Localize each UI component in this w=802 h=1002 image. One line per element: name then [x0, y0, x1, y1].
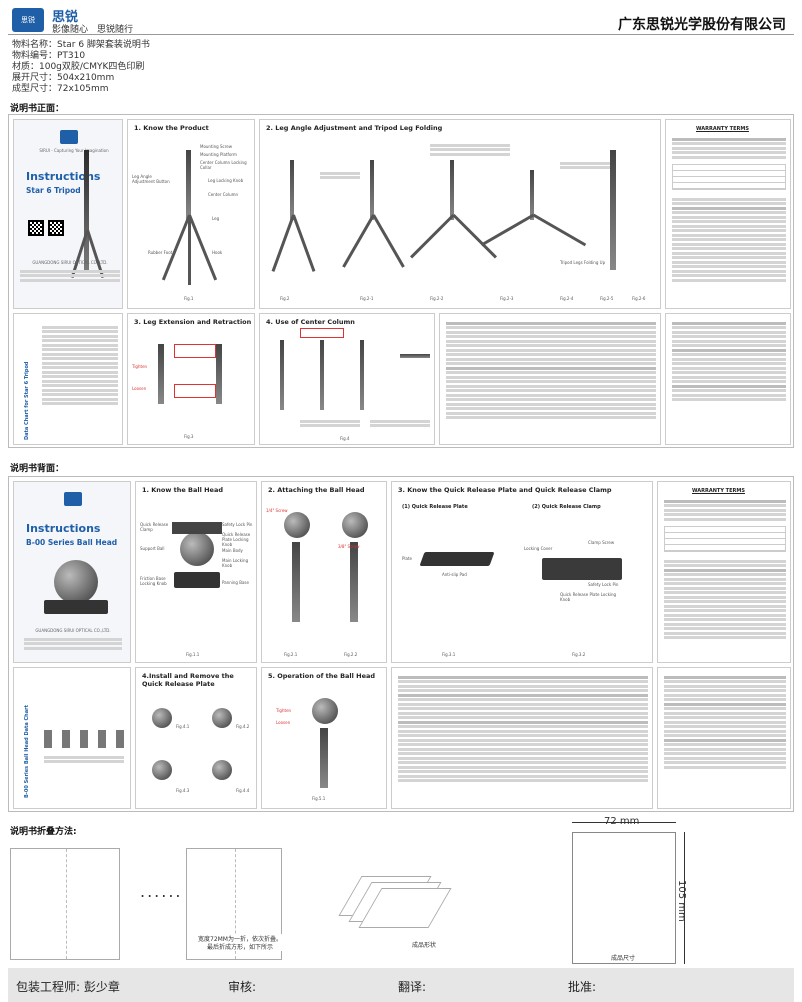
qr-clamp-image	[542, 558, 622, 580]
back-contact-panel	[657, 667, 791, 809]
back-data-card-panel: B-00 Series Ball Head Data Chart	[13, 667, 131, 809]
front-contact-panel	[665, 313, 791, 445]
leg-note-box-2	[174, 384, 216, 398]
front-panel4-title: 4. Use of Center Column	[266, 318, 355, 326]
footer-approve: 批准:	[568, 980, 597, 994]
front-warranty-panel: WARRANTY TERMS	[665, 119, 791, 309]
front-panel-center-column: 4. Use of Center Column Fig.4	[259, 313, 435, 445]
front-data-card-panel: Data Chart for Star 6 Tripod	[13, 313, 123, 445]
footer-review: 审核:	[228, 980, 257, 994]
footer-engineer: 包装工程师: 彭少章	[16, 980, 120, 994]
front-panel1-title: 1. Know the Product	[134, 124, 209, 132]
front-cover-panel: SIRUI - Capturing Your Imagination Instr…	[13, 119, 123, 309]
front-warranty-title: WARRANTY TERMS	[696, 126, 749, 132]
fold-unfolded-sheet	[10, 848, 120, 960]
fold-width-dim: 72 mm	[604, 816, 639, 827]
cover-ballhead-image	[54, 560, 98, 604]
back-panel2-title: 2. Attaching the Ball Head	[268, 486, 365, 494]
spec-unfolded-size: 展开尺寸：504x210mm	[12, 73, 115, 83]
approval-footer: 包装工程师: 彭少章 审核: 翻译: 批准:	[8, 968, 794, 1002]
front-panel-leg-extension: 3. Leg Extension and Retraction Tighten …	[127, 313, 255, 445]
spec-material-name: 物料名称：Star 6 脚架套装说明书	[12, 40, 150, 50]
leg-note-box	[174, 344, 216, 358]
back-cover-logo	[64, 492, 82, 506]
back-cover-title: Instructions	[26, 522, 101, 535]
spec-material: 材质：100g双胶/CMYK四色印刷	[12, 62, 145, 72]
back-data-card-title: B-00 Series Ball Head Data Chart	[24, 705, 30, 798]
back-cover-panel: Instructions B-00 Series Ball Head GUANG…	[13, 481, 131, 663]
back-panel-attaching: 2. Attaching the Ball Head 1/4" Screw 3/…	[261, 481, 387, 663]
cover-logo	[60, 130, 78, 144]
front-cover-title: Instructions	[26, 170, 101, 183]
cover-qr-code-2	[48, 220, 64, 236]
back-warranty-title: WARRANTY TERMS	[692, 488, 745, 494]
front-instructions-text-panel	[439, 313, 661, 445]
front-panel2-title: 2. Leg Angle Adjustment and Tripod Leg F…	[266, 124, 443, 132]
back-panel-install-plate: 4.Install and Remove the Quick Release P…	[135, 667, 257, 809]
front-sheet: SIRUI - Capturing Your Imagination Instr…	[8, 114, 794, 448]
fold-note-1: 宽度72MM为一折，依次折叠。	[190, 934, 290, 943]
qr-plate-image	[419, 552, 495, 566]
section-fold-title: 说明书折叠方法:	[10, 827, 77, 837]
brand-name: 思锐	[52, 10, 79, 25]
header-divider	[8, 34, 794, 35]
spec-folded-size: 成型尺寸：72x105mm	[12, 84, 109, 94]
section-back-title: 说明书背面：	[10, 464, 65, 474]
back-cover-company: GUANGDONG SIRUI OPTICAL CO.,LTD.	[35, 628, 111, 633]
fold-dots: ......	[140, 882, 183, 901]
back-instructions-text-panel	[391, 667, 653, 809]
front-panel3-title: 3. Leg Extension and Retraction	[134, 318, 252, 326]
front-data-card-title: Data Chart for Star 6 Tripod	[24, 361, 30, 440]
back-panel-quick-release: 3. Know the Quick Release Plate and Quic…	[391, 481, 653, 663]
cover-tripod-image	[84, 150, 89, 270]
front-panel-leg-angle: 2. Leg Angle Adjustment and Tripod Leg F…	[259, 119, 661, 309]
center-note-box	[300, 328, 344, 338]
back-warranty-panel: WARRANTY TERMS	[657, 481, 791, 663]
fold-height-dim: 105 mm	[676, 880, 687, 922]
fold-note-2: 最后折成方形，如下所示	[190, 942, 290, 951]
back-cover-subtitle: B-00 Series Ball Head	[26, 538, 118, 547]
cover-qr-code	[28, 220, 44, 236]
footer-translate: 翻译:	[398, 980, 427, 994]
back-panel-know-ballhead: 1. Know the Ball Head Quick Release Clam…	[135, 481, 257, 663]
back-panel4-title: 4.Install and Remove the Quick Release P…	[142, 672, 234, 688]
brand-slogan: 影像随心 思锐随行	[52, 25, 134, 35]
front-panel-know-product: 1. Know the Product Mounting Screw Mount…	[127, 119, 255, 309]
back-panel1-title: 1. Know the Ball Head	[142, 486, 224, 494]
data-card-icons	[44, 718, 124, 748]
sirui-logo: 思锐	[12, 8, 44, 32]
back-panel3-title: 3. Know the Quick Release Plate and Quic…	[398, 486, 612, 494]
fold-product-label: 成品形状	[412, 942, 437, 949]
back-sheet: Instructions B-00 Series Ball Head GUANG…	[8, 476, 794, 812]
company-name: 广东思锐光学股份有限公司	[618, 17, 786, 33]
front-cover-subtitle: Star 6 Tripod	[26, 186, 81, 195]
back-panel-operation: 5. Operation of the Ball Head Tighten Lo…	[261, 667, 387, 809]
fold-final-shape: 成品尺寸	[572, 832, 676, 964]
spec-material-no: 物料编号：PT310	[12, 51, 86, 61]
section-front-title: 说明书正面：	[10, 104, 65, 114]
front-cover-company: GUANGDONG SIRUI OPTICAL CO.,LTD.	[32, 260, 108, 265]
back-panel5-title: 5. Operation of the Ball Head	[268, 672, 376, 680]
